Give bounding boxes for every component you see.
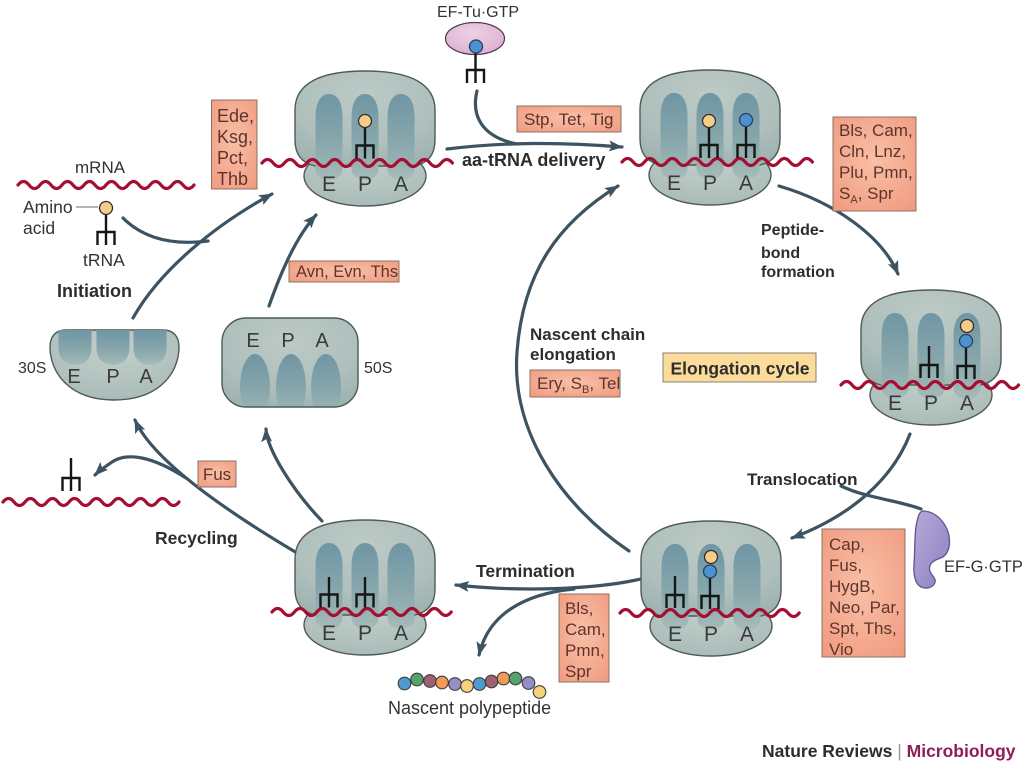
svg-text:Peptide-: Peptide- [761,222,824,239]
svg-text:aa-tRNA delivery: aa-tRNA delivery [462,150,605,170]
svg-text:Avn, Evn, Ths: Avn, Evn, Ths [296,263,398,281]
svg-text:mRNA: mRNA [75,158,126,177]
svg-text:Nascent chain: Nascent chain [530,325,645,344]
svg-text:bond: bond [761,245,800,262]
svg-text:acid: acid [23,218,55,238]
svg-text:P: P [106,366,119,388]
svg-text:Fus: Fus [203,465,231,484]
svg-text:A: A [315,330,329,352]
svg-text:Ksg,: Ksg, [217,127,253,147]
svg-text:Ery, SB, Tel: Ery, SB, Tel [537,374,620,396]
svg-text:tRNA: tRNA [83,250,125,270]
svg-text:Recycling: Recycling [155,528,238,548]
svg-text:EF-G·GTP: EF-G·GTP [944,558,1023,576]
svg-text:formation: formation [761,264,835,281]
svg-text:Amino: Amino [23,197,73,217]
svg-text:Termination: Termination [476,561,575,581]
svg-text:E: E [246,330,259,352]
svg-text:Spt, Ths,: Spt, Ths, [829,619,897,638]
svg-text:Spr: Spr [565,662,592,681]
svg-text:HygB,: HygB, [829,577,875,596]
svg-text:Fus,: Fus, [829,556,862,575]
svg-text:Pmn,: Pmn, [565,641,605,660]
svg-text:Ede,: Ede, [217,106,254,126]
svg-text:Elongation cycle: Elongation cycle [670,359,809,379]
svg-text:Neo, Par,: Neo, Par, [829,598,900,617]
svg-text:A: A [139,366,153,388]
svg-text:Thb: Thb [217,169,248,189]
svg-text:Nature Reviews | Microbiology: Nature Reviews | Microbiology [762,741,1016,761]
svg-text:Stp, Tet, Tig: Stp, Tet, Tig [524,110,613,129]
svg-text:SA, Spr: SA, Spr [839,184,894,206]
svg-text:50S: 50S [364,360,392,377]
svg-text:Bls,: Bls, [565,599,593,618]
svg-text:Cln, Lnz,: Cln, Lnz, [839,142,906,161]
svg-text:E: E [67,366,80,388]
svg-text:Nascent polypeptide: Nascent polypeptide [388,698,551,718]
svg-text:30S: 30S [18,360,46,377]
svg-text:P: P [281,330,294,352]
svg-text:Cap,: Cap, [829,535,865,554]
svg-text:Cam,: Cam, [565,620,606,639]
svg-text:Pct,: Pct, [217,148,248,168]
svg-text:Translocation: Translocation [747,470,858,489]
svg-text:elongation: elongation [530,345,616,364]
svg-text:Plu, Pmn,: Plu, Pmn, [839,163,913,182]
svg-text:EF-Tu·GTP: EF-Tu·GTP [437,4,519,21]
svg-text:Vio: Vio [829,640,853,659]
svg-text:Initiation: Initiation [57,281,132,301]
svg-text:Bls, Cam,: Bls, Cam, [839,121,913,140]
